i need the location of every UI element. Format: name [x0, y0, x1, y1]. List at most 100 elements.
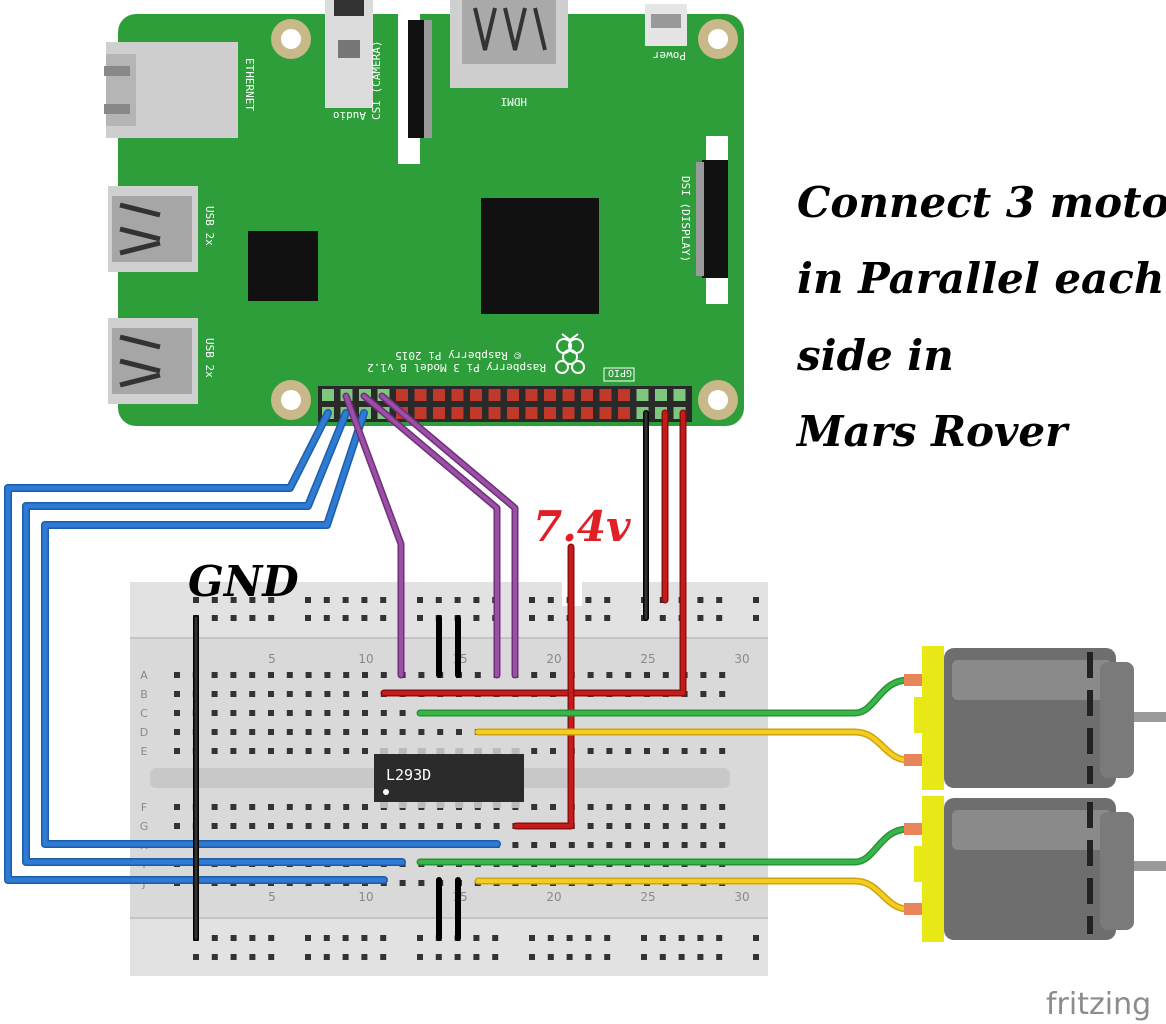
rail-hole	[249, 935, 256, 941]
gpio-pin	[562, 389, 575, 401]
breadboard-hole	[249, 672, 256, 678]
breadboard-hole	[719, 672, 726, 678]
rail-hole	[268, 615, 275, 621]
breadboard-hole	[399, 880, 406, 886]
gpio-pin	[451, 389, 464, 401]
breadboard-hole	[174, 691, 180, 697]
title-line-3: side in	[796, 331, 954, 380]
chip-label: L293D	[386, 766, 431, 784]
breadboard-hole	[174, 823, 180, 829]
breadboard-hole	[211, 691, 218, 697]
rail-hole	[585, 935, 592, 941]
breadboard-hole	[700, 823, 707, 829]
gpio-pin	[636, 389, 649, 401]
gpio-pin	[544, 389, 556, 401]
soc-chip	[481, 198, 599, 314]
breadboard-hole	[305, 672, 312, 678]
breadboard-hole	[211, 748, 218, 754]
rail-hole	[230, 597, 237, 603]
gpio-pin	[618, 389, 630, 401]
rail-hole	[268, 954, 275, 960]
rail-hole	[566, 935, 573, 941]
breadboard-hole	[625, 748, 632, 754]
chip-pin	[492, 748, 501, 756]
breadboard-hole	[606, 672, 613, 678]
breadboard-hole	[587, 748, 594, 754]
breadboard-hole	[719, 748, 726, 754]
breadboard-hole	[268, 710, 274, 716]
rail-hole	[454, 597, 461, 603]
breadboard-hole	[474, 823, 481, 829]
col-label: 20	[546, 890, 561, 904]
rail-hole	[585, 615, 592, 621]
rail-hole	[753, 954, 759, 960]
chip-pin	[380, 748, 388, 756]
breadboard-hole	[343, 710, 350, 716]
gpio-pin	[581, 389, 593, 401]
breadboard-hole	[230, 748, 237, 754]
breadboard-hole	[249, 804, 256, 810]
rail-hole	[230, 935, 237, 941]
breadboard-hole	[625, 823, 632, 829]
gpio-pin	[655, 389, 667, 401]
breadboard-hole	[512, 842, 519, 848]
audio-jack	[325, 0, 373, 108]
rail-hole	[305, 615, 311, 621]
gpio-header	[318, 386, 692, 422]
breadboard-hole	[211, 672, 218, 678]
breadboard-hole	[211, 729, 218, 735]
breadboard-hole	[305, 823, 312, 829]
rail-hole	[417, 597, 423, 603]
breadboard-hole	[343, 672, 350, 678]
breadboard-hole	[700, 691, 707, 697]
row-label: C	[140, 707, 148, 720]
rail-hole	[380, 935, 387, 941]
rail-hole	[211, 597, 218, 603]
dsi-label: DSI (DISPLAY)	[679, 176, 692, 262]
breadboard-hole	[700, 842, 707, 848]
rail-hole	[417, 615, 423, 621]
rail-hole	[753, 597, 759, 603]
breadboard-hole	[286, 691, 293, 697]
motor-2	[904, 796, 1166, 942]
chip-pin	[436, 748, 445, 756]
rail-hole	[193, 954, 199, 960]
breadboard-hole	[418, 729, 425, 735]
breadboard-hole	[606, 823, 613, 829]
gpio-pin	[322, 389, 334, 401]
breadboard-hole	[343, 691, 350, 697]
breadboard-hole	[362, 729, 368, 735]
chip-pin	[455, 748, 464, 756]
dsi-connector	[696, 136, 728, 304]
raspberry-logo-icon	[555, 333, 585, 374]
breadboard-hole	[531, 748, 538, 754]
breadboard-hole	[662, 672, 669, 678]
breadboard-hole	[249, 823, 256, 829]
power-port	[645, 4, 687, 46]
rail-hole	[435, 597, 442, 603]
col-label: 25	[640, 652, 655, 666]
rail-hole	[753, 935, 759, 941]
hdmi-label: HDMI	[501, 95, 528, 108]
breadboard-hole	[662, 804, 669, 810]
rail-hole	[697, 954, 704, 960]
rail-hole	[547, 954, 554, 960]
rail-hole	[697, 597, 704, 603]
rail-hole	[323, 954, 330, 960]
breadboard-hole	[700, 672, 707, 678]
breadboard-hole	[456, 729, 462, 735]
hdmi-port	[450, 0, 568, 88]
gpio-pin	[507, 407, 519, 419]
rail-hole	[659, 615, 666, 621]
gpio-pin	[414, 389, 427, 401]
breadboard-hole	[286, 729, 293, 735]
breadboard-hole	[305, 804, 312, 810]
copyright-label: © Raspberry Pi 2015	[395, 349, 521, 362]
rail-hole	[380, 954, 387, 960]
rail-hole	[342, 597, 349, 603]
gpio-pin	[507, 389, 519, 401]
rail-hole	[604, 615, 611, 621]
breadboard-hole	[286, 748, 293, 754]
breadboard-hole	[286, 710, 293, 716]
col-label: 25	[640, 890, 655, 904]
